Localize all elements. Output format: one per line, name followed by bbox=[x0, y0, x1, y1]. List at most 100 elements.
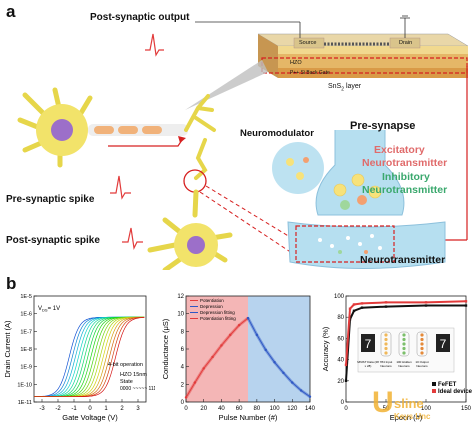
legend-entry: FeFET bbox=[438, 382, 457, 388]
data-point bbox=[464, 304, 468, 307]
legend-entry: Potentiation fitting bbox=[200, 316, 236, 321]
inset-neuron bbox=[384, 337, 388, 342]
inset-label: 10 Output bbox=[415, 360, 428, 364]
y-tick-label: 1E-5 bbox=[20, 294, 32, 300]
vds-label: VDS= 1V bbox=[38, 306, 60, 313]
x-tick-label: 100 bbox=[270, 406, 281, 412]
legend-entry: Depression fitting bbox=[200, 310, 235, 315]
data-point bbox=[229, 333, 232, 337]
x-tick-label: -3 bbox=[39, 406, 45, 412]
data-point bbox=[193, 381, 197, 384]
data-point bbox=[384, 305, 388, 308]
x-tick-label: 150 bbox=[461, 406, 472, 412]
inset-neuron bbox=[384, 346, 388, 351]
sns2-layer-label: SnS2 layer bbox=[328, 83, 362, 93]
y-tick-label: 6 bbox=[181, 347, 185, 353]
series-line bbox=[185, 317, 249, 398]
inset-neuron bbox=[402, 333, 406, 337]
data-point bbox=[246, 316, 250, 320]
inset-label: 784 Input bbox=[380, 360, 393, 364]
data-point bbox=[202, 367, 205, 370]
y-tick-label: 80 bbox=[337, 315, 344, 321]
inset-neuron bbox=[402, 346, 406, 351]
inset-layer bbox=[416, 331, 428, 357]
inset-neuron bbox=[384, 333, 388, 337]
inset-neuron bbox=[402, 351, 406, 355]
x-axis-label: Epoch (#) bbox=[390, 413, 423, 422]
data-point bbox=[184, 396, 188, 399]
inset-label: 100 Hidden bbox=[396, 360, 412, 364]
y-tick-label: 12 bbox=[177, 294, 184, 300]
inset-input-digit: 7 bbox=[365, 337, 372, 351]
region-potentiation bbox=[186, 296, 248, 402]
legend-swatch bbox=[432, 389, 436, 393]
neurotransmitter-label: Neurotransmitter bbox=[360, 254, 446, 266]
data-point bbox=[384, 301, 388, 304]
data-point bbox=[424, 301, 428, 304]
y-tick-label: 40 bbox=[337, 358, 344, 364]
x-axis-label: Pulse Number (#) bbox=[219, 413, 278, 422]
inset-label: Neurons bbox=[398, 364, 410, 368]
y-axis-label: Accuracy (%) bbox=[321, 326, 330, 371]
inset-neuron bbox=[384, 351, 388, 355]
drain-label: Drain bbox=[399, 40, 413, 46]
x-tick-label: 100 bbox=[421, 406, 432, 412]
data-point bbox=[352, 309, 356, 313]
x-tick-label: 2 bbox=[120, 406, 124, 412]
state-label: State bbox=[120, 379, 133, 385]
gate-label: P++ Si Back Gate bbox=[290, 70, 330, 76]
data-point bbox=[348, 307, 352, 310]
x-tick-label: 1 bbox=[104, 406, 108, 412]
y-tick-label: 4 bbox=[181, 365, 185, 371]
pre-synapse-label: Pre-synapse bbox=[350, 120, 416, 132]
x-tick-label: 140 bbox=[305, 406, 316, 412]
x-tick-label: 50 bbox=[383, 406, 390, 412]
inset-label: MNIST Data (28 bbox=[357, 360, 379, 364]
inset-neuron bbox=[420, 346, 424, 351]
inset-label: x 28) bbox=[365, 364, 372, 368]
legend-entry: Potentiation bbox=[200, 298, 224, 303]
x-tick-label: 120 bbox=[287, 406, 298, 412]
fefet-device bbox=[257, 15, 469, 78]
inset-neuron bbox=[420, 333, 424, 337]
y-tick-label: 1E-6 bbox=[20, 312, 32, 318]
legend-entry: Depression bbox=[200, 304, 223, 309]
y-tick-label: 8 bbox=[181, 329, 185, 335]
op-label: 4-bit operation bbox=[108, 362, 143, 368]
data-point bbox=[255, 333, 259, 337]
state-range: 0000 ~~~~~ 1111 bbox=[120, 386, 155, 392]
panel-a-letter: a bbox=[6, 2, 16, 21]
inset-label: Neurons bbox=[416, 364, 428, 368]
y-tick-label: 1E-8 bbox=[20, 347, 32, 353]
source-label: Source bbox=[299, 40, 317, 46]
data-point bbox=[360, 302, 364, 305]
data-point bbox=[220, 344, 223, 347]
x-tick-label: 20 bbox=[200, 406, 207, 412]
inset-layer bbox=[380, 331, 392, 357]
neuromodulator-label: Neuromodulator bbox=[240, 128, 314, 139]
pre-spike-icon bbox=[110, 175, 131, 200]
data-point bbox=[424, 304, 428, 307]
inset-input-digit-box bbox=[361, 334, 375, 352]
transfer-curve bbox=[34, 317, 145, 398]
x-tick-label: 0 bbox=[344, 406, 348, 412]
y-tick-label: 0 bbox=[341, 400, 345, 406]
x-axis-label: Gate Voltage (V) bbox=[62, 413, 118, 422]
inset-label: Neurons bbox=[380, 364, 392, 368]
data-point bbox=[344, 363, 348, 367]
hzo-note: HZO 15nm bbox=[120, 372, 147, 378]
x-tick-label: -2 bbox=[55, 406, 61, 412]
excitatory-label: Excitatory bbox=[374, 144, 425, 156]
inset-layer bbox=[398, 331, 410, 357]
x-tick-label: -1 bbox=[71, 406, 77, 412]
x-tick-label: 40 bbox=[218, 406, 225, 412]
data-point bbox=[237, 323, 241, 327]
series-line bbox=[247, 317, 311, 398]
y-tick-label: 2 bbox=[181, 382, 185, 388]
data-point bbox=[360, 306, 364, 309]
y-axis-label: Drain Current (A) bbox=[3, 320, 12, 378]
inset-neuron bbox=[420, 337, 424, 342]
pre-synaptic-neuron bbox=[17, 87, 216, 180]
x-tick-label: 3 bbox=[136, 406, 140, 412]
